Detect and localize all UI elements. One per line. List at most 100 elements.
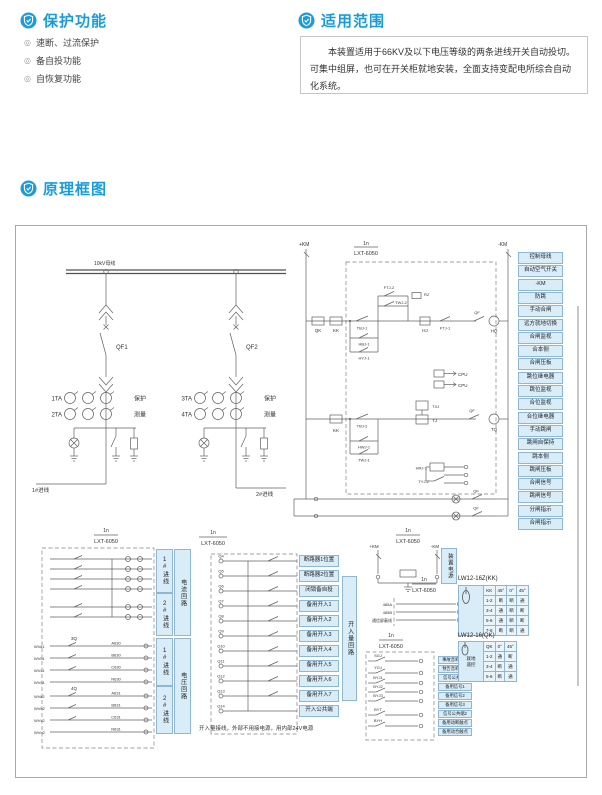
ring-bullet-icon: ◎ — [24, 56, 31, 65]
din-label: 断路器1位置 — [299, 555, 339, 567]
svg-text:KK: KK — [333, 428, 339, 433]
control-label: 手动跳闸 — [518, 425, 563, 437]
din-label: 备用开入2 — [299, 615, 339, 627]
svg-text:WVb2: WVb2 — [34, 706, 46, 711]
svg-text:Q8: Q8 — [218, 614, 224, 619]
din-row: Q10 — [217, 644, 297, 654]
svg-text:N630: N630 — [111, 677, 121, 682]
svg-text:LXT-6050: LXT-6050 — [396, 539, 420, 545]
din-label: 开入公共端 — [299, 705, 339, 717]
svg-text:N631: N631 — [111, 727, 121, 732]
control-label: 合闸信号 — [518, 478, 563, 490]
svg-text:CPU: CPU — [458, 372, 468, 377]
svg-text:HQ: HQ — [491, 329, 498, 334]
svg-text:YGJ: YGJ — [374, 665, 382, 670]
shield-icon — [20, 180, 37, 197]
list-item: ◎备自投功能 — [24, 56, 81, 66]
protection-list: ◎速断、过流保护 ◎备自投功能 ◎自恢复功能 — [24, 36, 99, 90]
ring-bullet-icon: ◎ — [24, 74, 31, 83]
svg-text:10kV母线: 10kV母线 — [94, 260, 115, 267]
switch-handle-icon — [458, 585, 484, 636]
svg-text:1n: 1n — [103, 528, 109, 534]
svg-text:4Q: 4Q — [71, 686, 78, 691]
list-item: ◎速断、过流保护 — [24, 38, 99, 48]
svg-text:LXT-6050: LXT-6050 — [94, 539, 118, 545]
din-row: Q12 — [217, 674, 297, 684]
signal-label: 备用动断触点 — [438, 719, 472, 727]
scope-text: 本装置适用于66KV及以下电压等级的两条进线开关自动投切。可集中组屏，也可在开关… — [310, 47, 576, 92]
principle-diagram-box: 10kV母线 QF1 — [15, 225, 587, 778]
din-label: 备用开入5 — [299, 660, 339, 672]
svg-text:HBJ-1: HBJ-1 — [358, 342, 370, 347]
control-label: 分闸指示 — [518, 505, 563, 517]
ring-bullet-icon: ◎ — [24, 38, 31, 47]
svg-text:-KM: -KM — [498, 242, 507, 248]
svg-text:+KM: +KM — [299, 242, 309, 248]
svg-text:TJ: TJ — [432, 418, 437, 423]
voltage-circuit-label: 电压回路 — [174, 638, 191, 734]
din-row: Q14 — [217, 704, 297, 714]
control-label: 手动合闸 — [518, 305, 563, 317]
control-label: 合位继电器 — [518, 412, 563, 424]
signal-row: BYH — [368, 718, 424, 729]
svg-text:WVc2: WVc2 — [34, 718, 45, 723]
signal-label: 备用信号3 — [438, 701, 472, 709]
svg-text:1n: 1n — [363, 241, 369, 247]
busbar: 10kV母线 — [66, 260, 286, 275]
line1-label: 1#进线 — [32, 486, 50, 494]
svg-text:QF: QF — [473, 506, 479, 511]
svg-text:LXT-6050: LXT-6050 — [379, 644, 403, 650]
svg-text:WVa2: WVa2 — [34, 694, 45, 699]
din-row: Q4 — [218, 554, 297, 564]
diagram-title: 原理框图 — [43, 181, 108, 198]
svg-text:LXT-6050: LXT-6050 — [354, 251, 378, 257]
diagram-section-header: 原理框图 — [20, 178, 107, 199]
svg-text:Q7: Q7 — [218, 599, 224, 604]
svg-text:B631: B631 — [111, 703, 121, 708]
din-label: 备用开入6 — [299, 675, 339, 687]
din-label: 备用开入1 — [299, 600, 339, 612]
svg-text:Q9: Q9 — [218, 629, 224, 634]
svg-text:测量: 测量 — [134, 411, 146, 419]
svg-text:WVn1: WVn1 — [34, 680, 46, 685]
din-label: 闭锁备自投 — [299, 585, 339, 597]
signal-row: BYJ1 — [368, 675, 424, 686]
svg-text:保护: 保护 — [264, 395, 276, 403]
control-label: 远方就地切换 — [518, 319, 563, 331]
svg-text:1n: 1n — [210, 530, 216, 536]
din-row: Q5 — [218, 569, 297, 579]
current-rows — [50, 555, 152, 620]
protection-section-header: 保护功能 — [20, 10, 107, 31]
din-circuit-label: 开入量回路 — [342, 576, 357, 701]
svg-text:QF: QF — [473, 489, 479, 494]
svg-text:R2: R2 — [424, 292, 430, 297]
svg-text:Q11: Q11 — [217, 659, 225, 664]
svg-text:TBJ-1: TBJ-1 — [357, 326, 368, 331]
svg-text:1n: 1n — [388, 633, 394, 639]
feeder2: QF2 3TA 4TA 保护 测量 — [181, 274, 286, 498]
din-label: 备用开入4 — [299, 645, 339, 657]
svg-text:Q5: Q5 — [218, 569, 224, 574]
schematic-svg: 10kV母线 QF1 — [32, 241, 579, 749]
svg-text:FTJ-2: FTJ-2 — [384, 285, 395, 290]
line2-label: 2#进线 — [256, 490, 274, 498]
ct-group-1: 1TA 2TA 保护 测量 — [51, 391, 146, 420]
svg-text:TBJ-2: TBJ-2 — [357, 424, 368, 429]
ct-group-2: 3TA 4TA 保护 测量 — [181, 391, 276, 420]
control-label: 控制母线 — [518, 252, 563, 264]
control-label: 合本侧 — [518, 345, 563, 357]
shield-icon — [298, 12, 315, 29]
svg-text:A631: A631 — [111, 691, 121, 696]
signal-label: 备用动合触点 — [438, 728, 472, 736]
scope-text-box: 本装置适用于66KV及以下电压等级的两条进线开关自动投切。可集中组屏，也可在开关… — [300, 36, 588, 94]
control-label: -KM — [518, 279, 563, 291]
svg-text:1n: 1n — [421, 577, 427, 583]
svg-text:-KM: -KM — [431, 544, 440, 549]
svg-text:QF: QF — [469, 408, 475, 413]
svg-text:1TA: 1TA — [51, 397, 62, 403]
control-label: 合位监视 — [518, 398, 563, 410]
svg-text:QK: QK — [315, 328, 322, 333]
control-label: 自动空气开关 — [518, 265, 563, 277]
